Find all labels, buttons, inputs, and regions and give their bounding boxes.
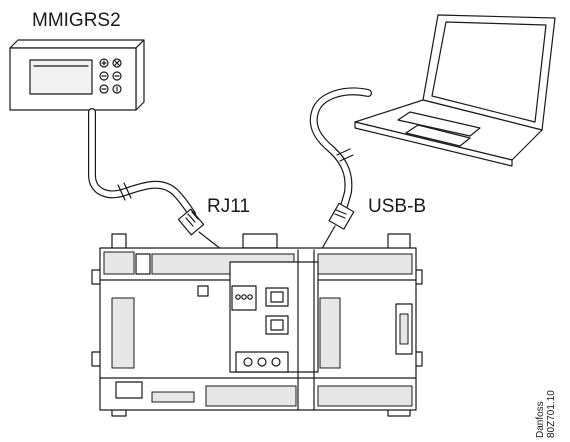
brand-caption: Danfoss 80Z701.10 bbox=[535, 390, 557, 438]
usb-label: USB-B bbox=[368, 196, 427, 217]
usb-plug bbox=[328, 202, 355, 230]
rj11-plug bbox=[177, 208, 205, 236]
laptop bbox=[354, 14, 556, 167]
rj11-cable bbox=[88, 108, 196, 218]
display-unit-label: MMIGRS2 bbox=[32, 10, 121, 31]
keypad bbox=[99, 58, 122, 94]
figure-code: 80Z701.10 bbox=[546, 390, 557, 438]
display-unit bbox=[9, 39, 145, 111]
controller-module bbox=[91, 233, 423, 417]
brand-name: Danfoss bbox=[535, 401, 546, 438]
display-screen bbox=[29, 59, 93, 95]
usb-cable bbox=[309, 87, 372, 216]
rj11-label: RJ11 bbox=[207, 196, 250, 217]
